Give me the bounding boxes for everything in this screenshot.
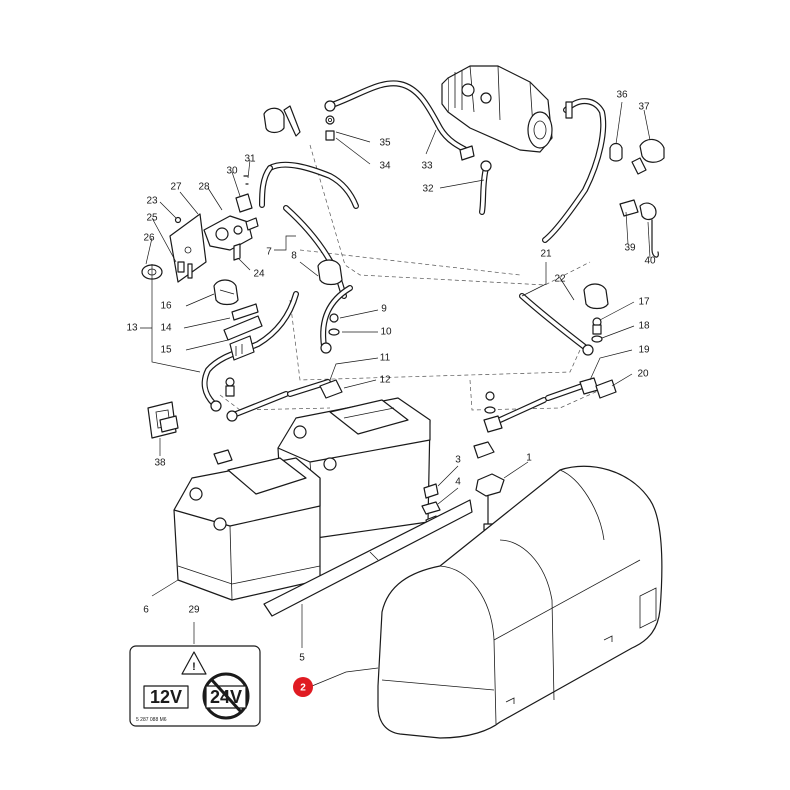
callout-10: 10: [380, 327, 392, 338]
callout-22: 22: [554, 274, 566, 285]
callout-7: 7: [266, 247, 272, 258]
prohibition-sign-icon: 24V: [202, 672, 250, 720]
callout-6: 6: [143, 605, 149, 616]
callout-9: 9: [381, 304, 387, 315]
assembly-reference-lines: [219, 144, 601, 411]
callout-35: 35: [379, 138, 391, 149]
callout-29: 29: [188, 605, 200, 616]
callout-11: 11: [380, 353, 391, 364]
strap-38: [147, 401, 179, 439]
callout-12: 12: [379, 375, 391, 386]
callout-15: 15: [160, 345, 172, 356]
callout-13: 13: [126, 323, 138, 334]
starter-motor: [441, 65, 553, 153]
callout-21: 21: [540, 249, 552, 260]
callout-25: 25: [146, 213, 158, 224]
callout-26: 26: [143, 233, 155, 244]
callout-labels: 1 3 4 5 6 7 8 9 10 11 12 13 14 15 16 17 …: [126, 90, 656, 664]
warning-decal: ! 12V 24V 5 287 088 M6: [129, 645, 261, 727]
callout-27: 27: [170, 182, 182, 193]
callout-17: 17: [638, 297, 650, 308]
callout-1: 1: [526, 453, 532, 464]
leader-lines: [140, 101, 651, 687]
callout-32: 32: [422, 184, 434, 195]
battery-tray: [263, 499, 473, 617]
callout-36: 36: [616, 90, 628, 101]
callout-37: 37: [638, 102, 650, 113]
terminal-caps: [213, 105, 665, 310]
decal-12v-text: 12V: [150, 687, 182, 707]
battery-front: [173, 457, 321, 601]
callout-34: 34: [379, 161, 391, 172]
callout-23: 23: [146, 196, 158, 207]
callout-39: 39: [624, 243, 636, 254]
callout-18: 18: [638, 321, 650, 332]
callout-2: 2: [300, 683, 306, 694]
battery-cover: [377, 465, 663, 739]
callout-3: 3: [455, 455, 461, 466]
callout-31: 31: [244, 154, 256, 165]
callout-24: 24: [253, 269, 265, 280]
callout-16: 16: [160, 301, 172, 312]
callout-19: 19: [638, 345, 650, 356]
callout-8: 8: [291, 251, 297, 262]
callout-38: 38: [154, 458, 166, 469]
warning-triangle-icon: !: [181, 651, 207, 675]
callout-4: 4: [455, 477, 461, 488]
decal-part-code: 5 287 088 M6: [136, 717, 167, 723]
cables: [201, 80, 607, 423]
connector-39-40: [619, 199, 659, 258]
callout-40: 40: [644, 256, 656, 267]
callout-14: 14: [160, 323, 172, 334]
callout-30: 30: [226, 166, 238, 177]
callout-33: 33: [421, 161, 433, 172]
callout-5: 5: [299, 653, 305, 664]
fuse-holder: [223, 303, 263, 361]
callout-28: 28: [198, 182, 210, 193]
callout-20: 20: [637, 369, 649, 380]
svg-text:!: !: [192, 661, 196, 673]
callout-2-badge[interactable]: 2: [293, 677, 313, 697]
